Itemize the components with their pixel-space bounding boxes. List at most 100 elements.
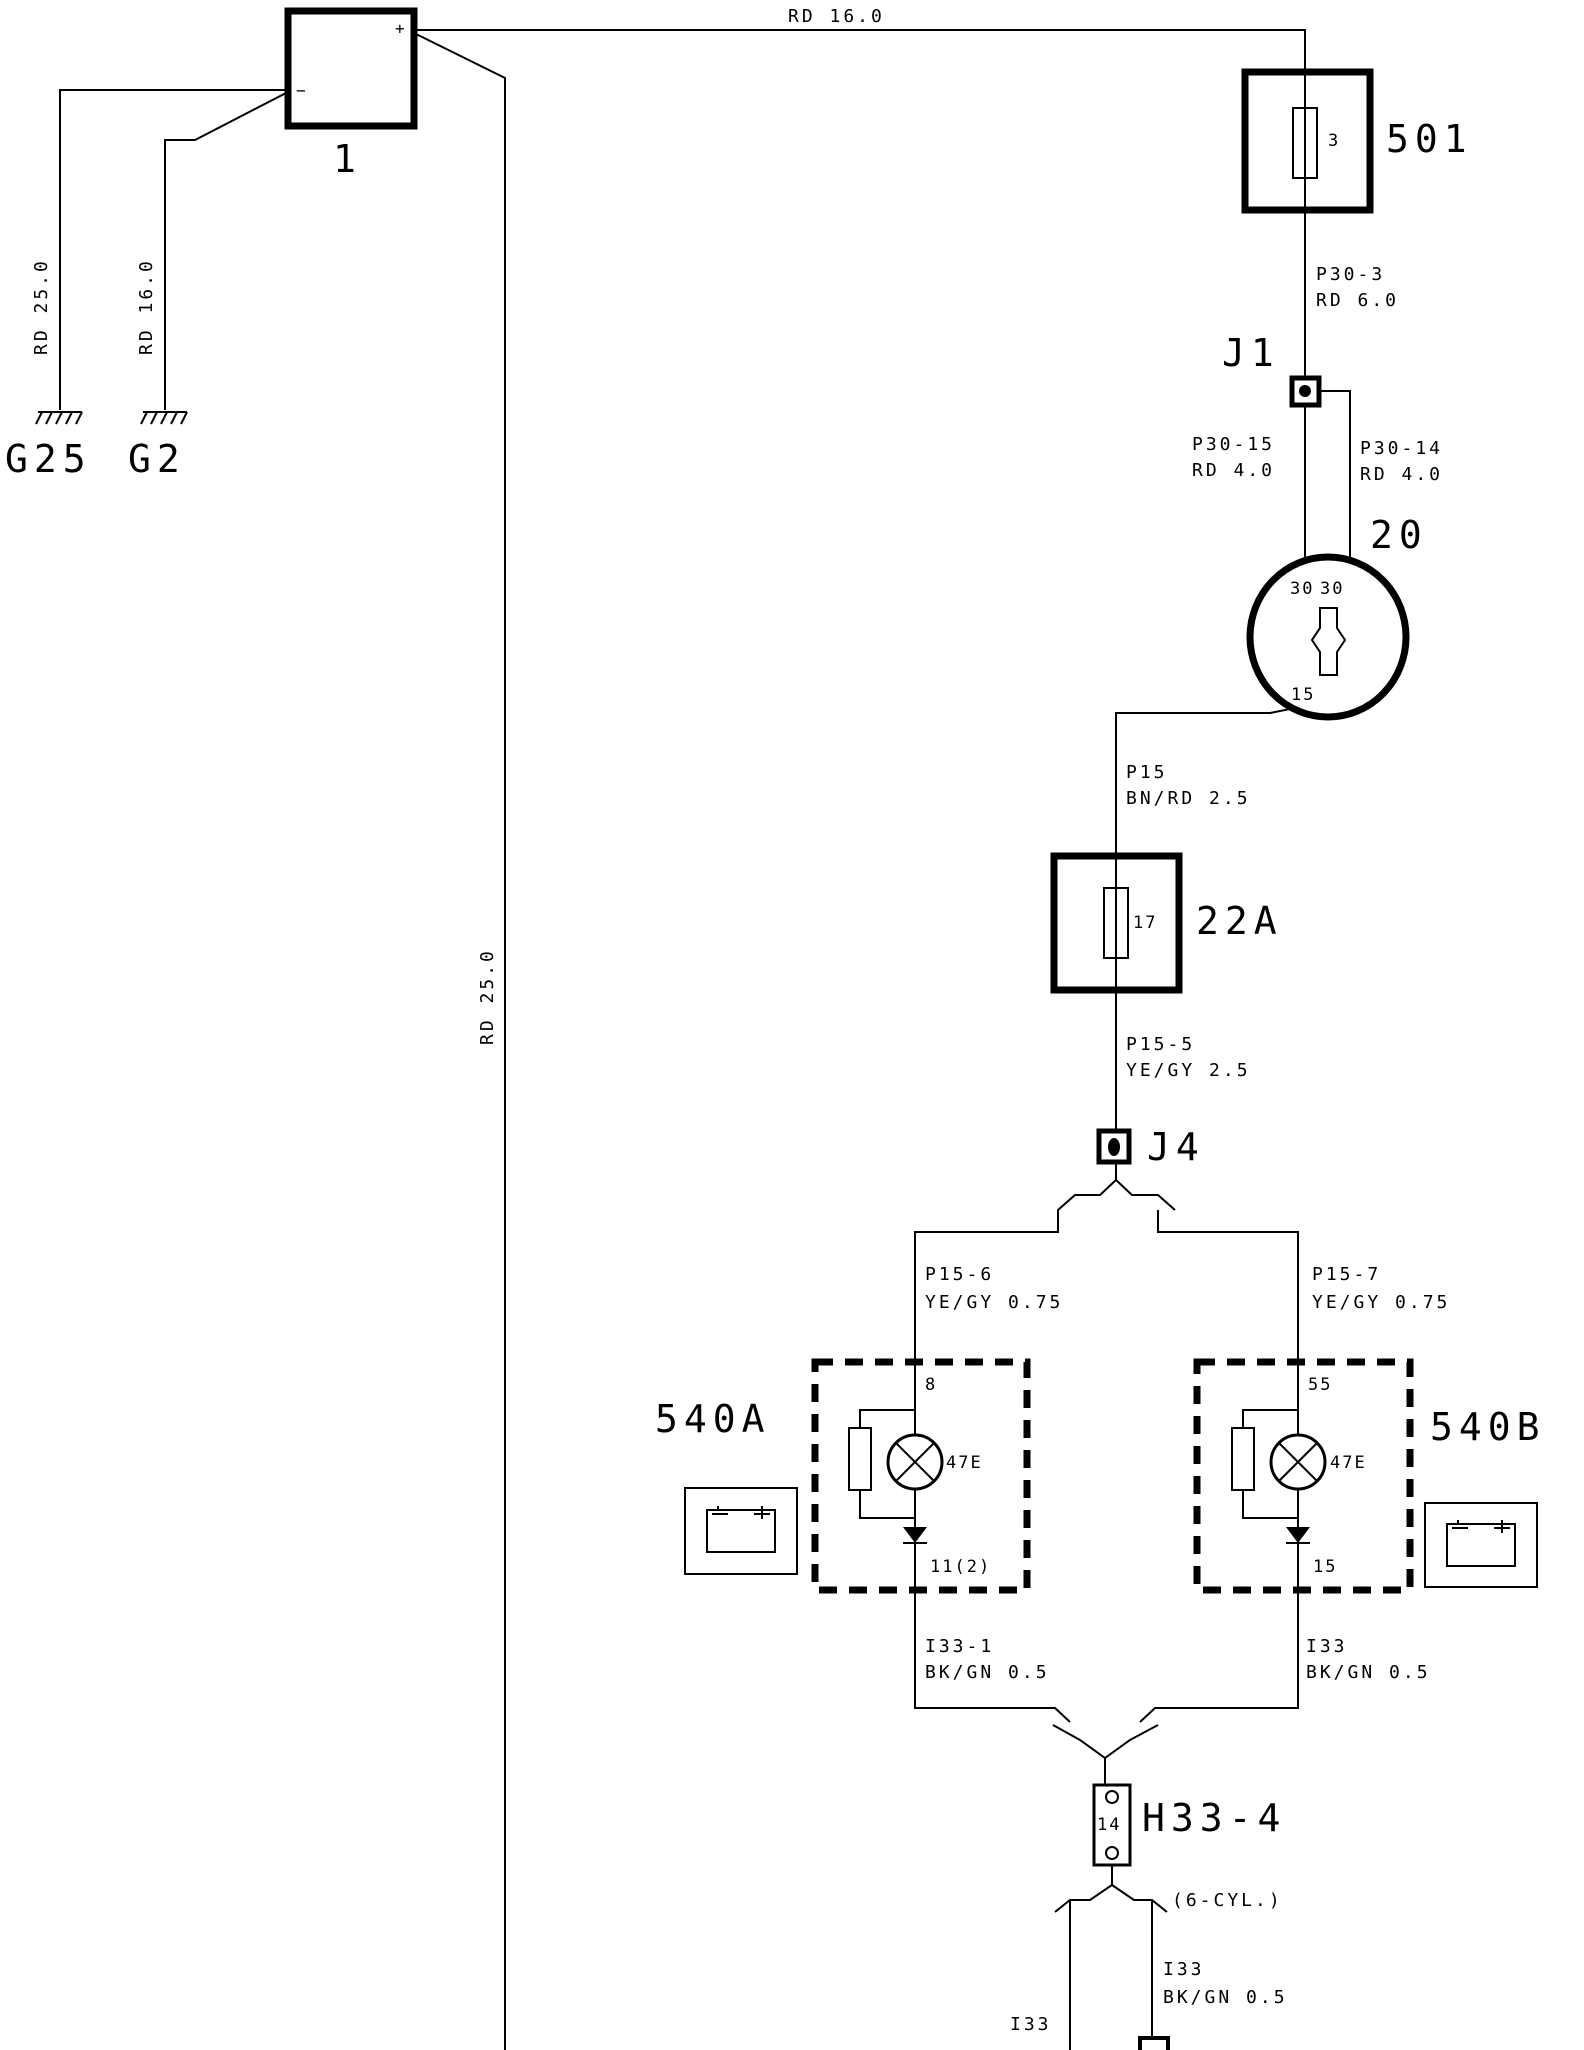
- label-ground-g25: RD 25.0: [31, 258, 52, 355]
- partial-connector-bottom: [1138, 2036, 1170, 2050]
- label-p15-id: P15: [1126, 762, 1168, 783]
- label-p30-3-id: P30-3: [1316, 264, 1385, 285]
- connector-h33-4-pin-top: [1105, 1790, 1119, 1804]
- wire-battery-to-501: [412, 29, 1306, 72]
- battery-symbol-left-icon: [684, 1487, 798, 1575]
- fuse-box-501: 3 501: [1241, 68, 1473, 214]
- ignition-switch: 30 30 15 20: [1246, 513, 1428, 721]
- ignition-switch-ring: [1246, 553, 1410, 721]
- fuse-22a-label-bg: [1132, 908, 1174, 934]
- battery-symbol-left-cells: [706, 1506, 776, 1553]
- lamp-540a-frame: [811, 1358, 1031, 1594]
- label-i33-right-id: I33: [1306, 1636, 1348, 1657]
- connector-h33-4-pin: 14: [1097, 1815, 1121, 1835]
- lamp-540b: 55 47E 15 540B: [1193, 1358, 1546, 1594]
- fuse-box-22a-id: 22A: [1196, 899, 1283, 943]
- ground-g25-label: G25: [5, 437, 92, 481]
- label-p15-7-id: P15-7: [1312, 1264, 1381, 1285]
- ground-g2: G2: [128, 411, 188, 481]
- battery-plus-label: +: [395, 19, 405, 38]
- label-i33-right-spec: BK/GN 0.5: [1306, 1662, 1431, 1683]
- label-p15-5-spec: YE/GY 2.5: [1126, 1060, 1251, 1081]
- lamp-540b-id: 540B: [1430, 1405, 1546, 1449]
- wire-p15: [1115, 707, 1296, 856]
- label-i33-1-spec: BK/GN 0.5: [925, 1662, 1050, 1683]
- wire-battery-to-g25: [59, 89, 288, 410]
- connector-h33-4-pin-bottom: [1105, 1846, 1119, 1860]
- ignition-pin-15: 15: [1291, 685, 1315, 705]
- wire-p30-14: [1316, 390, 1351, 560]
- label-p30-14-spec: RD 4.0: [1360, 464, 1443, 485]
- wire-j4-split: [914, 1163, 1117, 1370]
- lamp-540b-lamp-label: 47E: [1330, 1453, 1367, 1473]
- fuse-501-label-bg: [1324, 126, 1354, 152]
- lamp-540b-frame: [1193, 1358, 1414, 1594]
- junction-j4-dot: [1108, 1138, 1120, 1156]
- lamp-540b-resistor-icon: [1231, 1427, 1255, 1491]
- lamp-540a-diode-icon: [903, 1527, 927, 1543]
- label-p15-spec: BN/RD 2.5: [1126, 788, 1251, 809]
- lamp-540b-pin-in: 55: [1308, 1375, 1332, 1395]
- lamp-540a-pin-in: 8: [925, 1375, 937, 1395]
- lamp-540b-pin-out: 15: [1313, 1557, 1337, 1577]
- junction-j1: J1: [1222, 331, 1322, 408]
- ignition-key-icon: [1310, 607, 1347, 676]
- label-i33-lower-id: I33: [1163, 1959, 1205, 1980]
- lamp-540b-diode-icon: [1286, 1527, 1310, 1543]
- wire-j4-split-right: [1115, 1179, 1299, 1370]
- junction-j4: J4: [1096, 1125, 1205, 1169]
- ground-g2-icon: [140, 411, 188, 425]
- label-p30-3-spec: RD 6.0: [1316, 290, 1399, 311]
- label-i33-1-id: I33-1: [925, 1636, 994, 1657]
- lamp-540a-pin-out: 11(2): [930, 1557, 991, 1577]
- label-p30-14-id: P30-14: [1360, 438, 1443, 459]
- ground-g25: G25: [5, 411, 92, 481]
- battery-box: [284, 7, 418, 130]
- label-i33-lower-spec: BK/GN 0.5: [1163, 1987, 1288, 2008]
- lamp-540a-id: 540A: [655, 1397, 771, 1441]
- label-long-vertical: RD 25.0: [477, 948, 498, 1045]
- lamp-540b-bulb-cross: [1278, 1442, 1318, 1482]
- ground-g25-icon: [35, 411, 83, 425]
- battery: + − 1: [284, 7, 418, 181]
- fuse-box-22a: 17 22A: [1050, 852, 1283, 994]
- connector-h33-4: 14 H33-4 (6-CYL.): [1092, 1783, 1286, 1911]
- ignition-pin-30a: 30: [1290, 579, 1314, 599]
- wires: [59, 29, 1351, 2050]
- label-p15-7-spec: YE/GY 0.75: [1312, 1292, 1450, 1313]
- ground-g2-label: G2: [128, 437, 186, 481]
- fuse-501-number: 3: [1328, 131, 1340, 151]
- fuse-box-501-id: 501: [1386, 117, 1473, 161]
- label-i33-bottom-id: I33: [1010, 2014, 1052, 2035]
- label-p15-6-spec: YE/GY 0.75: [925, 1292, 1063, 1313]
- lamp-540a-bulb-cross: [895, 1442, 935, 1482]
- battery-id: 1: [333, 137, 362, 181]
- junction-j1-box: [1289, 375, 1322, 408]
- wire-labels: RD 16.0 RD 25.0 RD 16.0 RD 25.0 P30-3 RD…: [31, 6, 1450, 2035]
- wire-i33-right: [1139, 1590, 1299, 1723]
- wire-merge-to-h33: [1052, 1724, 1159, 1785]
- wire-battery-to-long-vertical: [411, 31, 506, 2050]
- lamp-540a: 8 47E 11(2) 540A: [655, 1358, 1031, 1594]
- battery-symbol-right-cells: [1446, 1520, 1516, 1567]
- wire-h33-down: [1054, 1865, 1168, 1913]
- label-ground-g2: RD 16.0: [136, 258, 157, 355]
- lamp-540a-lamp-label: 47E: [946, 1453, 983, 1473]
- battery-symbol-right-icon: [1424, 1502, 1538, 1588]
- lamp-540a-resistor-icon: [848, 1427, 872, 1491]
- label-p30-15-spec: RD 4.0: [1192, 460, 1275, 481]
- connector-h33-4-id: H33-4: [1142, 1796, 1286, 1840]
- ignition-pin-30b: 30: [1320, 579, 1344, 599]
- wire-battery-to-g2: [164, 91, 289, 410]
- wire-i33-1: [914, 1590, 1071, 1723]
- junction-j4-id: J4: [1147, 1125, 1205, 1169]
- fuse-22a-number: 17: [1133, 913, 1157, 933]
- junction-j1-dot: [1299, 385, 1311, 397]
- label-p15-5-id: P15-5: [1126, 1034, 1195, 1055]
- label-top-main: RD 16.0: [788, 6, 885, 27]
- battery-minus-label: −: [296, 81, 306, 100]
- connector-h33-4-note: (6-CYL.): [1172, 1890, 1283, 1911]
- ignition-switch-id: 20: [1370, 513, 1428, 557]
- junction-j1-id: J1: [1222, 331, 1280, 375]
